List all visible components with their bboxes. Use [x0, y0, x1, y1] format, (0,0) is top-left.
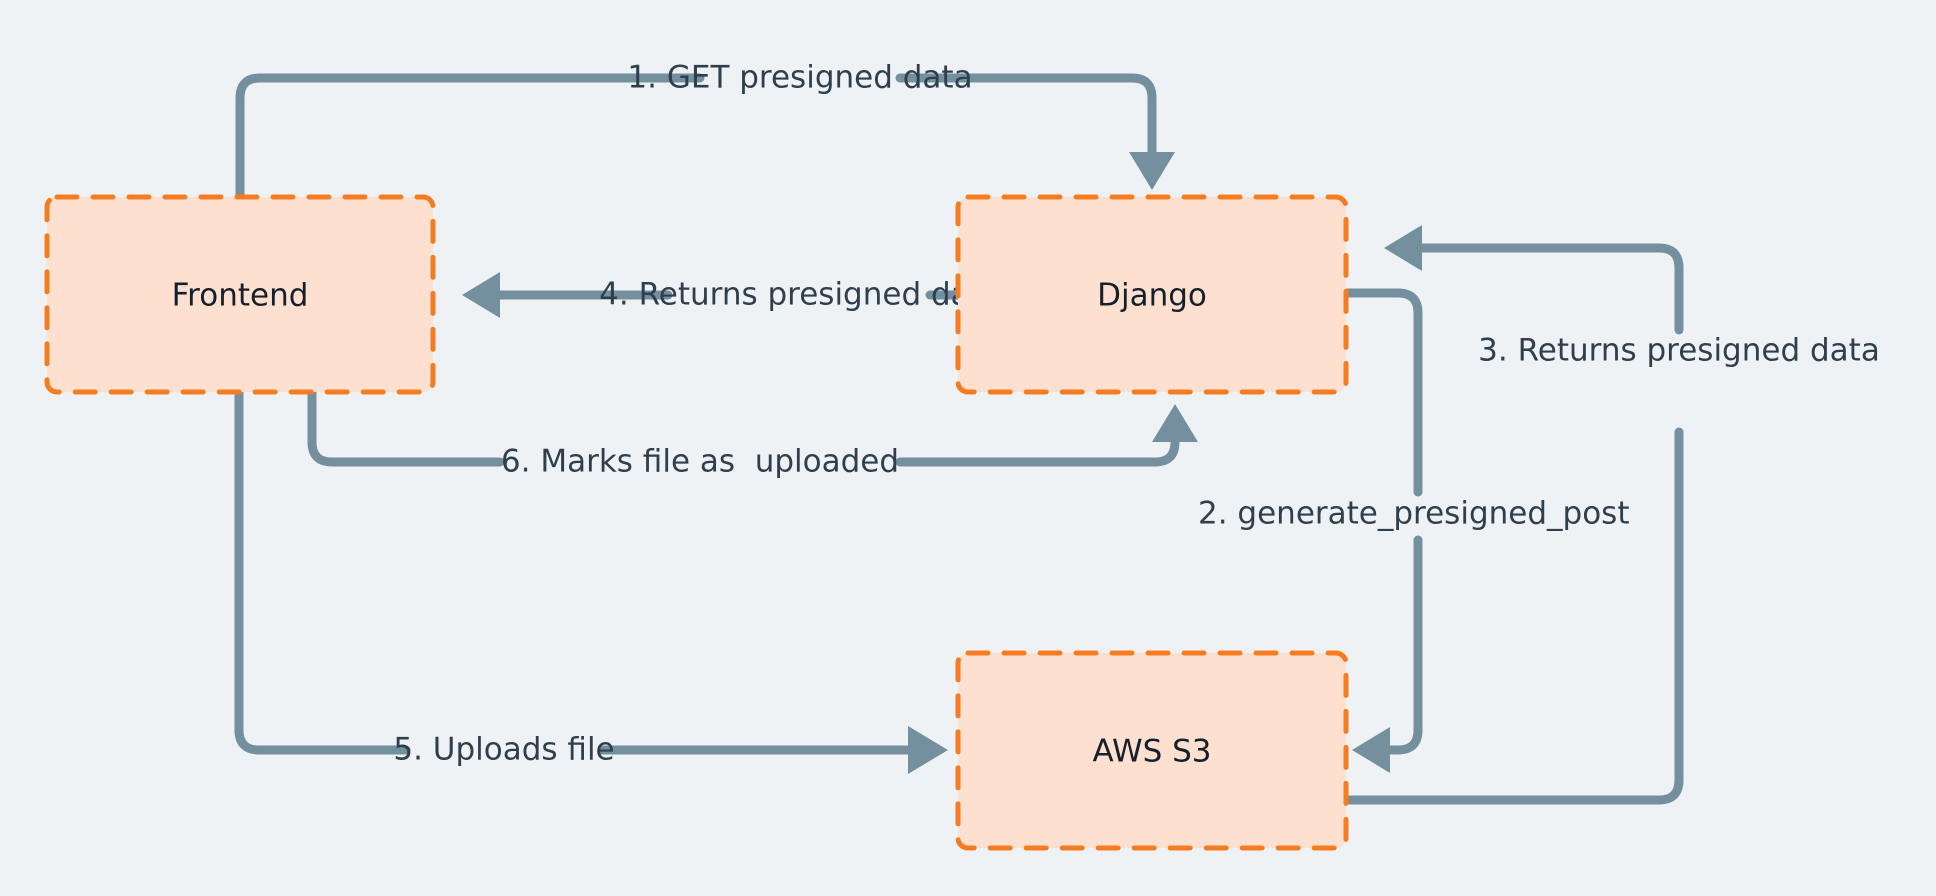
- node-frontend-label: Frontend: [172, 278, 309, 314]
- edge-5-path: [234, 387, 411, 755]
- edge-2-path-tail: [1381, 535, 1423, 755]
- edge-2-label: 2. generate_presigned_post: [1198, 496, 1629, 532]
- edge-1-arrowhead: [1129, 152, 1175, 190]
- edge-1-path: [235, 73, 705, 202]
- node-frontend-box[interactable]: [44, 194, 436, 395]
- node-django-box[interactable]: [955, 194, 1349, 395]
- edge-6-path: [307, 387, 505, 467]
- edge-1-get-presigned-data: 1. GET presigned data: [235, 60, 1175, 202]
- edge-3-arrowhead: [1384, 225, 1422, 271]
- edge-5-uploads-file: 5. Uploads file: [234, 387, 948, 774]
- node-django-label: Django: [1097, 278, 1207, 314]
- edge-4-label: 4. Returns presigned data: [599, 277, 1001, 313]
- edge-6-label: 6. Marks file as uploaded: [501, 444, 899, 480]
- node-frontend[interactable]: Frontend: [44, 194, 436, 395]
- node-django[interactable]: Django: [955, 194, 1349, 395]
- node-aws-s3[interactable]: AWS S3: [955, 650, 1349, 851]
- edge-3-returns-presigned-data: 3. Returns presigned data: [1341, 225, 1880, 805]
- edge-2-arrowhead: [1352, 727, 1390, 773]
- edge-1-path-tail: [895, 73, 1157, 165]
- edge-5-label: 5. Uploads file: [393, 732, 614, 768]
- edge-3-path-tail: [1415, 243, 1684, 335]
- node-aws-s3-label: AWS S3: [1092, 734, 1211, 770]
- node-aws-s3-box[interactable]: [955, 650, 1349, 851]
- edge-6-path-tail: [895, 415, 1180, 467]
- edge-3-path: [1341, 427, 1684, 805]
- edge-1-label: 1. GET presigned data: [627, 60, 972, 96]
- edge-4-arrowhead: [462, 272, 500, 318]
- edge-2-path: [1341, 288, 1423, 497]
- edge-6-arrowhead: [1152, 404, 1198, 442]
- edge-6-marks-file-as-uploaded: 6. Marks file as uploaded: [307, 387, 1198, 480]
- edge-5-arrowhead: [908, 726, 948, 774]
- edge-3-label: 3. Returns presigned data: [1478, 333, 1880, 369]
- edge-4-returns-presigned-data: 4. Returns presigned data: [462, 272, 1001, 318]
- edge-2-generate-presigned-post: 2. generate_presigned_post: [1198, 288, 1629, 773]
